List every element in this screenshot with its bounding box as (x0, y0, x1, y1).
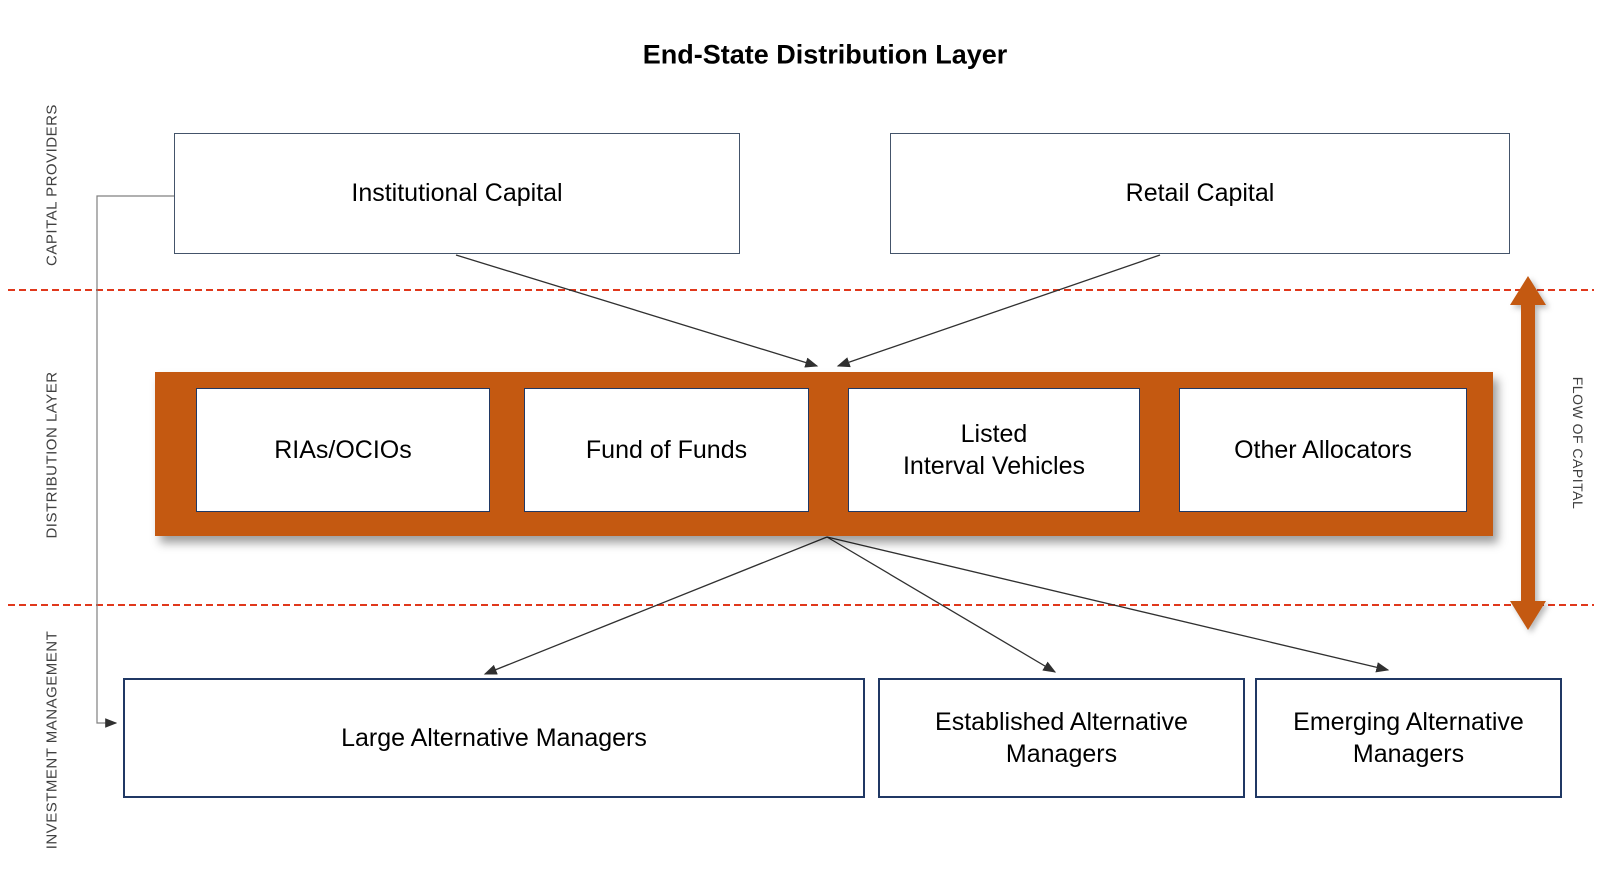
box-fund-of-funds: Fund of Funds (524, 388, 809, 512)
box-listed-interval-vehicles-label: Listed Interval Vehicles (902, 419, 1086, 481)
box-institutional-capital: Institutional Capital (174, 133, 740, 254)
box-other-allocators: Other Allocators (1179, 388, 1467, 512)
arrow-distribution-to-large-managers (483, 536, 828, 675)
arrow-retail-to-distribution (836, 254, 1161, 368)
flow-of-capital-arrow-icon (1510, 276, 1546, 630)
distribution-layer-band: RIAs/OCIOs Fund of Funds Listed Interval… (155, 372, 1493, 536)
box-institutional-capital-label: Institutional Capital (351, 179, 563, 208)
box-fund-of-funds-label: Fund of Funds (585, 435, 748, 464)
arrow-institutional-to-distribution (455, 254, 819, 368)
box-established-alternative-managers: Established Alternative Managers (878, 678, 1245, 798)
box-retail-capital-label: Retail Capital (1125, 179, 1275, 208)
box-rias-ocios: RIAs/OCIOs (196, 388, 490, 512)
box-emerging-alternative-managers-label: Emerging Alternative Managers (1293, 707, 1524, 769)
arrow-distribution-to-established-managers (826, 536, 1057, 673)
box-retail-capital: Retail Capital (890, 133, 1510, 254)
box-emerging-alternative-managers: Emerging Alternative Managers (1255, 678, 1562, 798)
box-other-allocators-label: Other Allocators (1234, 435, 1412, 464)
page-title: End-State Distribution Layer (642, 39, 1008, 70)
box-large-alternative-managers: Large Alternative Managers (123, 678, 865, 798)
box-rias-ocios-label: RIAs/OCIOs (274, 435, 412, 464)
side-label-investment-management: INVESTMENT MANAGEMENT (43, 630, 61, 850)
arrow-distribution-to-emerging-managers (826, 536, 1390, 673)
side-label-capital-providers: CAPITAL PROVIDERS (43, 104, 61, 266)
box-listed-interval-vehicles: Listed Interval Vehicles (848, 388, 1140, 512)
side-label-distribution-layer: DISTRIBUTION LAYER (43, 371, 61, 539)
box-large-alternative-managers-label: Large Alternative Managers (341, 723, 647, 752)
box-established-alternative-managers-label: Established Alternative Managers (935, 707, 1188, 769)
side-label-flow-of-capital: FLOW OF CAPITAL (1570, 376, 1586, 510)
